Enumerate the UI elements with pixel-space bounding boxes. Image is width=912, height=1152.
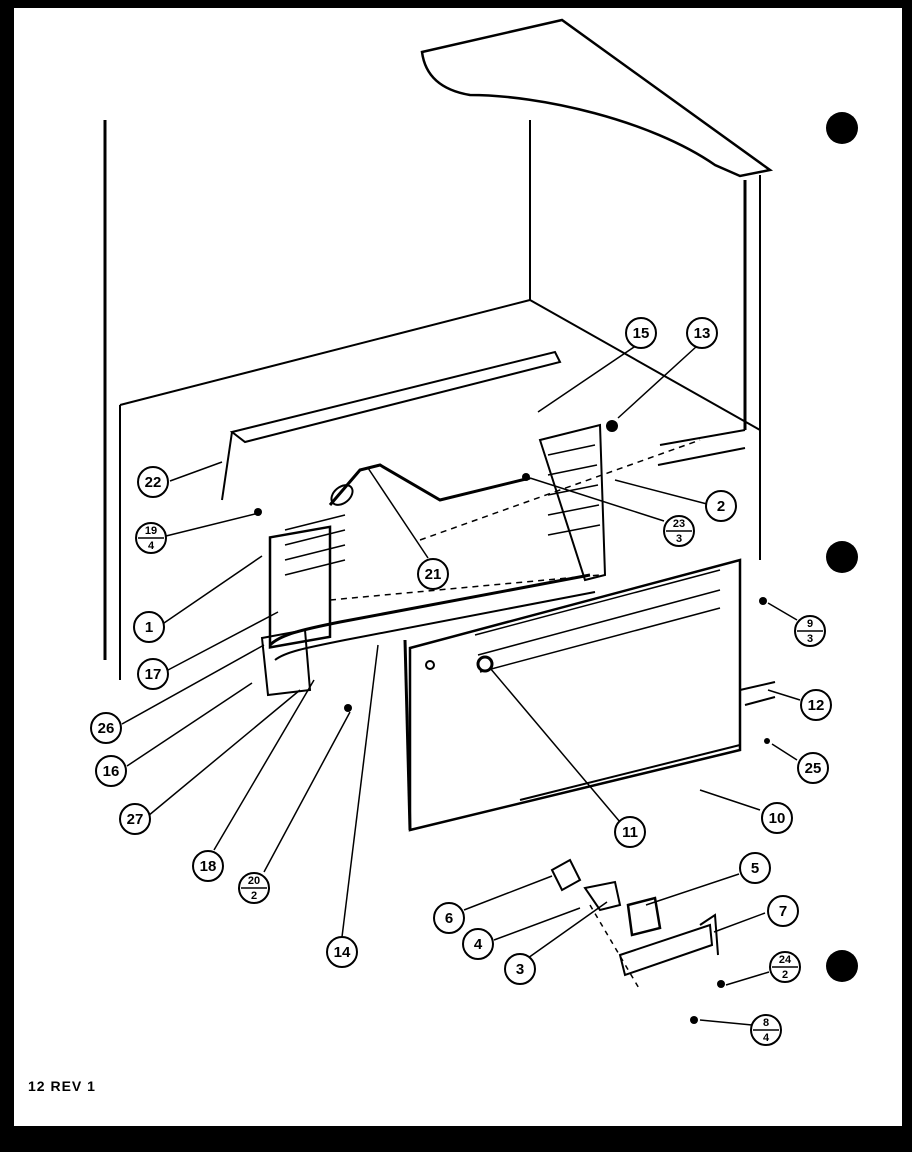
- leader-lines: [121, 344, 801, 1026]
- callout-1-label: 1: [145, 619, 153, 636]
- callout-22: 22: [137, 466, 169, 498]
- callout-13-label: 13: [694, 325, 711, 342]
- fraction-callout-9-3: 9 3: [794, 615, 826, 647]
- callout-25-label: 25: [805, 760, 822, 777]
- binder-hole-middle: [826, 541, 858, 573]
- small-fasteners: [254, 420, 770, 1024]
- fraction-19-bottom: 4: [148, 540, 155, 552]
- callout-10: 10: [761, 802, 793, 834]
- callout-group: 1 2 3 4 5 6 7: [90, 317, 832, 985]
- callout-3-label: 3: [516, 961, 524, 978]
- callout-15: 15: [625, 317, 657, 349]
- fraction-callout-group: 19 4 23 3 9 3 20 2: [135, 515, 826, 1046]
- callout-5-label: 5: [751, 860, 759, 877]
- callout-14-label: 14: [334, 944, 351, 961]
- callout-10-label: 10: [769, 810, 786, 827]
- fraction-23-bottom: 3: [676, 533, 682, 545]
- callout-6-label: 6: [445, 910, 453, 927]
- binder-hole-top: [826, 112, 858, 144]
- callout-25: 25: [797, 752, 829, 784]
- fraction-9-top: 9: [807, 618, 813, 630]
- cabinet-outline: [103, 18, 774, 680]
- callout-5: 5: [739, 852, 771, 884]
- fraction-callout-20-2: 20 2: [238, 872, 270, 904]
- callout-6: 6: [433, 902, 465, 934]
- callout-18-label: 18: [200, 858, 217, 875]
- page-footer-revision: 12 REV 1: [28, 1078, 96, 1094]
- callout-7-label: 7: [779, 903, 787, 920]
- fraction-19-top: 19: [145, 525, 157, 537]
- fraction-20-bottom: 2: [251, 890, 257, 902]
- callout-18: 18: [192, 850, 224, 882]
- callout-15-label: 15: [633, 325, 650, 342]
- callout-12: 12: [800, 689, 832, 721]
- callout-16-label: 16: [103, 763, 120, 780]
- callout-4-label: 4: [474, 936, 483, 953]
- fraction-callout-19-4: 19 4: [135, 522, 167, 554]
- callout-4: 4: [462, 928, 494, 960]
- fraction-8-top: 8: [763, 1017, 769, 1029]
- callout-3: 3: [504, 953, 536, 985]
- fraction-23-top: 23: [673, 518, 685, 530]
- condenser-assembly: [221, 350, 701, 697]
- callout-26-label: 26: [98, 720, 115, 737]
- callout-27: 27: [119, 803, 151, 835]
- callout-21: 21: [417, 558, 449, 590]
- callout-7: 7: [767, 895, 799, 927]
- callout-2: 2: [705, 490, 737, 522]
- callout-11-label: 11: [622, 824, 638, 841]
- callout-11: 11: [614, 816, 646, 848]
- binder-holes: [826, 112, 858, 982]
- fraction-8-bottom: 4: [763, 1032, 770, 1044]
- fraction-20-top: 20: [248, 875, 260, 887]
- callout-13: 13: [686, 317, 718, 349]
- fraction-24-bottom: 2: [782, 969, 788, 981]
- binder-hole-bottom: [826, 950, 858, 982]
- callout-14: 14: [326, 936, 358, 968]
- callout-27-label: 27: [127, 811, 144, 828]
- fraction-callout-8-4: 8 4: [750, 1014, 782, 1046]
- callout-17-label: 17: [145, 666, 162, 683]
- callout-16: 16: [95, 755, 127, 787]
- callout-17: 17: [137, 658, 169, 690]
- diagram-sheet: [14, 8, 902, 1126]
- fraction-callout-23-3: 23 3: [663, 515, 695, 547]
- callout-2-label: 2: [717, 498, 725, 515]
- callout-12-label: 12: [808, 697, 825, 714]
- fraction-9-bottom: 3: [807, 633, 813, 645]
- callout-22-label: 22: [145, 474, 162, 491]
- callout-26: 26: [90, 712, 122, 744]
- fraction-24-top: 24: [779, 954, 792, 966]
- relay-bracket-assembly: [550, 858, 719, 991]
- front-panel: [403, 558, 776, 832]
- fraction-callout-24-2: 24 2: [769, 951, 801, 983]
- callout-1: 1: [133, 611, 165, 643]
- callout-21-label: 21: [425, 566, 442, 583]
